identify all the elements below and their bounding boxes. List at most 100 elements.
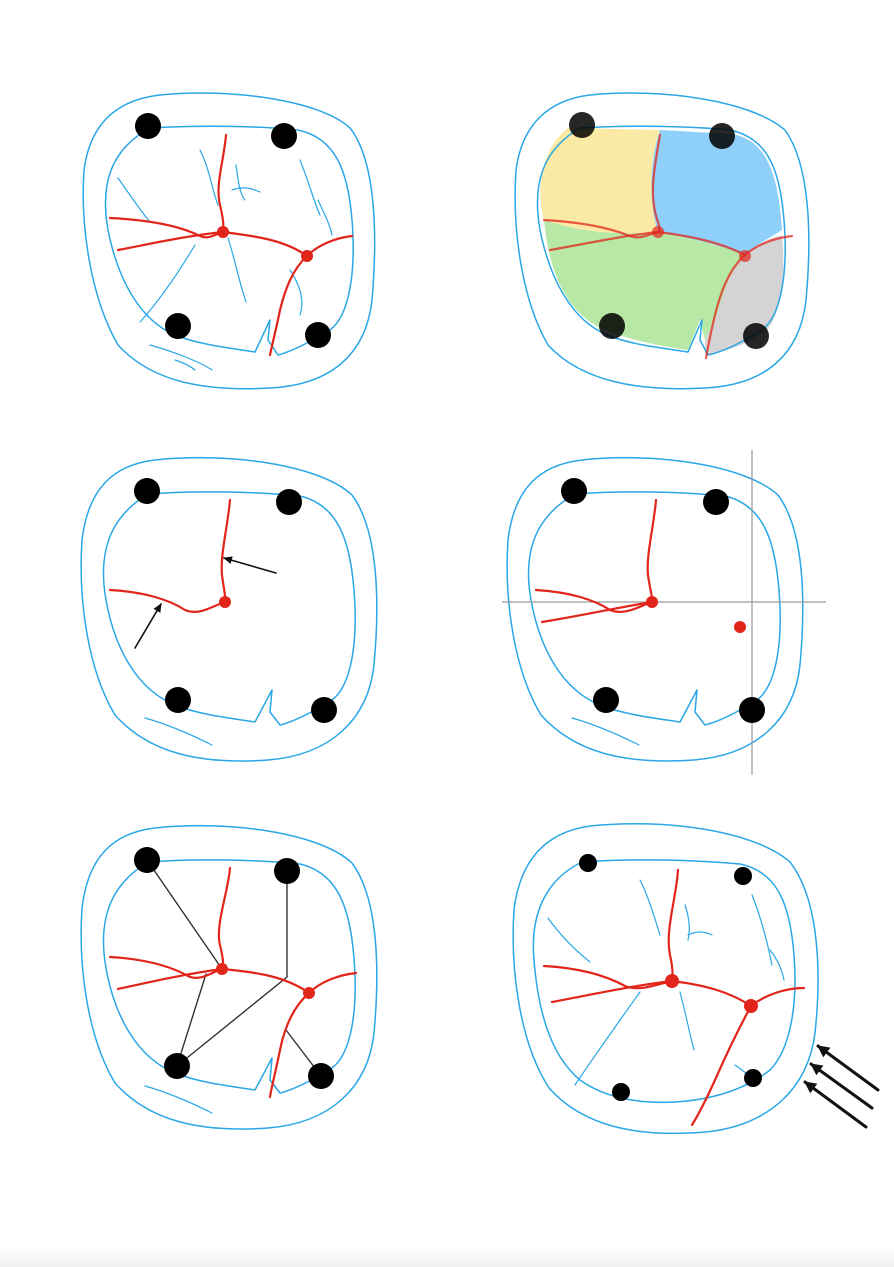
groove	[217, 133, 228, 234]
region-green	[544, 220, 745, 350]
groove	[268, 991, 311, 1099]
fissure	[751, 894, 773, 966]
inner-outline	[102, 859, 356, 1094]
connector-line	[176, 976, 288, 1067]
inner-outline	[527, 491, 781, 726]
fissure	[679, 991, 695, 1051]
outer-outline	[514, 92, 810, 390]
cusp	[311, 697, 337, 723]
groove-junction	[652, 226, 664, 238]
fissure	[317, 199, 333, 236]
cusp	[569, 112, 595, 138]
cusp	[305, 322, 331, 348]
groove	[690, 1004, 753, 1127]
inner-outline	[104, 125, 354, 356]
inner-outline	[102, 491, 356, 726]
groove-junction	[216, 963, 228, 975]
groove-junction	[301, 250, 313, 262]
fissure	[235, 164, 246, 201]
groove-junction	[219, 596, 231, 608]
groove	[646, 498, 658, 604]
outer-outline	[506, 456, 804, 762]
groove	[548, 230, 660, 252]
outer-outline	[512, 822, 819, 1135]
groove	[217, 866, 232, 971]
panel-1	[82, 92, 376, 390]
groove	[305, 234, 354, 258]
groove-junction	[739, 250, 751, 262]
panel-5	[80, 824, 378, 1130]
panel-4	[502, 450, 826, 775]
cusp	[579, 854, 597, 872]
fissure	[231, 187, 261, 193]
cusp	[164, 1053, 190, 1079]
fissure	[299, 159, 321, 216]
connector-line	[146, 859, 223, 970]
region-blue	[651, 130, 782, 255]
fissure	[547, 917, 591, 963]
cusp	[134, 847, 160, 873]
fissure	[687, 931, 713, 936]
region-gray	[705, 235, 784, 355]
groove	[307, 971, 358, 995]
cusp	[308, 1063, 334, 1089]
cusp	[743, 323, 769, 349]
groove-junction	[303, 987, 315, 999]
arrow	[223, 556, 277, 574]
groove	[550, 979, 674, 1004]
groove	[220, 967, 311, 995]
outer-outline	[82, 92, 376, 390]
cusp	[135, 113, 161, 139]
fissure	[139, 244, 196, 323]
cusp	[734, 867, 752, 885]
direction-arrow	[816, 1044, 880, 1092]
groove	[656, 230, 747, 257]
groove	[667, 868, 680, 983]
groove	[220, 498, 232, 604]
direction-arrow	[809, 1062, 874, 1110]
bottom-band	[0, 1245, 894, 1267]
arrow	[134, 603, 162, 649]
cusp	[274, 858, 300, 884]
cusp	[276, 489, 302, 515]
fissure	[227, 237, 247, 303]
cusp	[561, 478, 587, 504]
fissure	[769, 949, 785, 981]
connector-line	[176, 973, 207, 1067]
cusp	[744, 1069, 762, 1087]
fissure	[174, 359, 196, 371]
panel-6	[512, 822, 880, 1135]
groove	[108, 955, 224, 979]
groove	[542, 964, 674, 990]
groove	[108, 588, 227, 613]
fissure	[199, 149, 219, 206]
groove	[540, 600, 654, 624]
groove	[221, 230, 309, 258]
panel-3	[80, 456, 378, 762]
groove	[704, 253, 747, 360]
cusp	[593, 687, 619, 713]
groove	[116, 967, 224, 991]
inner-outline	[532, 859, 796, 1104]
reference-point	[734, 621, 746, 633]
cusp	[165, 687, 191, 713]
groove	[268, 254, 309, 357]
cusp	[165, 313, 191, 339]
fissure	[639, 879, 661, 936]
groove	[670, 979, 753, 1008]
fissure	[574, 991, 641, 1086]
fissure	[684, 904, 690, 941]
cusp	[271, 123, 297, 149]
region-yellow	[540, 128, 660, 234]
cusp	[709, 123, 735, 149]
groove	[749, 986, 806, 1008]
groove-junction	[217, 226, 229, 238]
cusp	[134, 478, 160, 504]
outer-outline	[80, 456, 378, 762]
panel-2	[514, 92, 810, 390]
fissure	[144, 1085, 213, 1114]
cusp	[703, 489, 729, 515]
groove-junction	[744, 999, 758, 1013]
cusp	[599, 313, 625, 339]
